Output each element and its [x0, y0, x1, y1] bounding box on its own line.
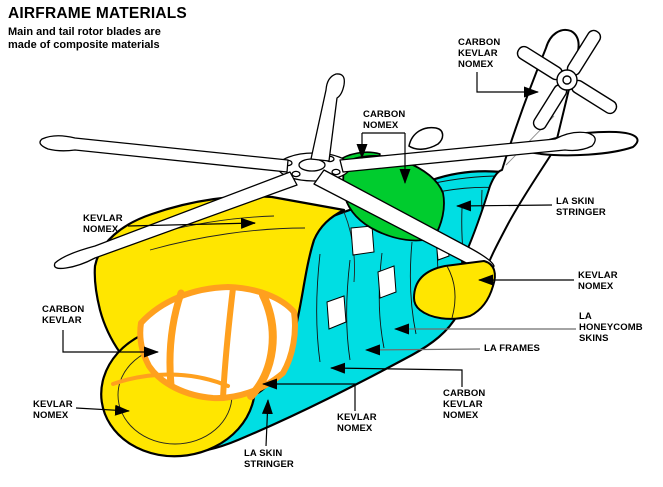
tail-rotor-hub-center	[562, 75, 572, 85]
label-la-skin-stringer-tail: LA SKIN STRINGER	[556, 196, 606, 218]
leader-carbon-kevlar-nomex-tail	[476, 72, 539, 98]
leader-carbon-kevlar	[62, 330, 159, 358]
main-rotor-blade-right	[339, 131, 596, 173]
page-title: AIRFRAME MATERIALS	[8, 5, 187, 22]
canopy-frame-carbon-kevlar	[111, 285, 277, 401]
label-kevlar-nomex-belly: KEVLAR NOMEX	[337, 412, 377, 434]
main-rotor-hub-center	[298, 158, 326, 172]
leader-lines	[62, 72, 576, 447]
leader-carbon-kevlar-nomex-rear	[330, 362, 463, 387]
label-carbon-nomex: CARBON NOMEX	[363, 109, 406, 131]
label-carbon-kevlar: CARBON KEVLAR	[42, 304, 85, 326]
main-rotor-blade-left	[39, 135, 289, 173]
label-carbon-kevlar-nomex-tail: CARBON KEVLAR NOMEX	[458, 37, 501, 70]
hub-fitting	[331, 168, 341, 176]
main-rotor-blade-up	[310, 73, 345, 162]
engine-exhaust	[408, 126, 444, 150]
label-kevlar-nomex-sponson: KEVLAR NOMEX	[578, 270, 618, 292]
leader-kevlar-nomex-nose	[75, 404, 130, 416]
leader-kevlar-nomex-belly	[262, 378, 356, 411]
label-la-honeycomb-skins: LA HONEYCOMB SKINS	[579, 311, 643, 344]
label-kevlar-nomex-roof: KEVLAR NOMEX	[83, 213, 123, 235]
nose-trim-band	[111, 372, 230, 388]
tail-rotor	[516, 29, 618, 131]
leader-la-skin-stringer-tail	[456, 200, 553, 212]
hub-fitting	[291, 170, 301, 178]
leader-la-skin-stringer-belly	[261, 399, 273, 447]
label-la-skin-stringer-belly: LA SKIN STRINGER	[244, 448, 294, 470]
main-rotor-blades	[39, 73, 596, 272]
canopy-glass	[137, 284, 298, 402]
door-window	[350, 225, 375, 256]
label-la-frames: LA FRAMES	[484, 343, 540, 354]
cabin-window	[377, 265, 397, 299]
leader-la-frames	[365, 344, 481, 356]
main-rotor-blade-lower-left	[53, 171, 298, 270]
cabin-window	[326, 295, 347, 330]
label-kevlar-nomex-nose: KEVLAR NOMEX	[33, 399, 73, 421]
label-carbon-kevlar-nomex-rear: CARBON KEVLAR NOMEX	[443, 388, 486, 421]
leader-kevlar-nomex-roof	[127, 217, 256, 229]
canopy-pillar	[247, 291, 277, 400]
sponson-crease	[446, 265, 456, 319]
page-subtitle: Main and tail rotor blades are made of c…	[8, 26, 161, 51]
